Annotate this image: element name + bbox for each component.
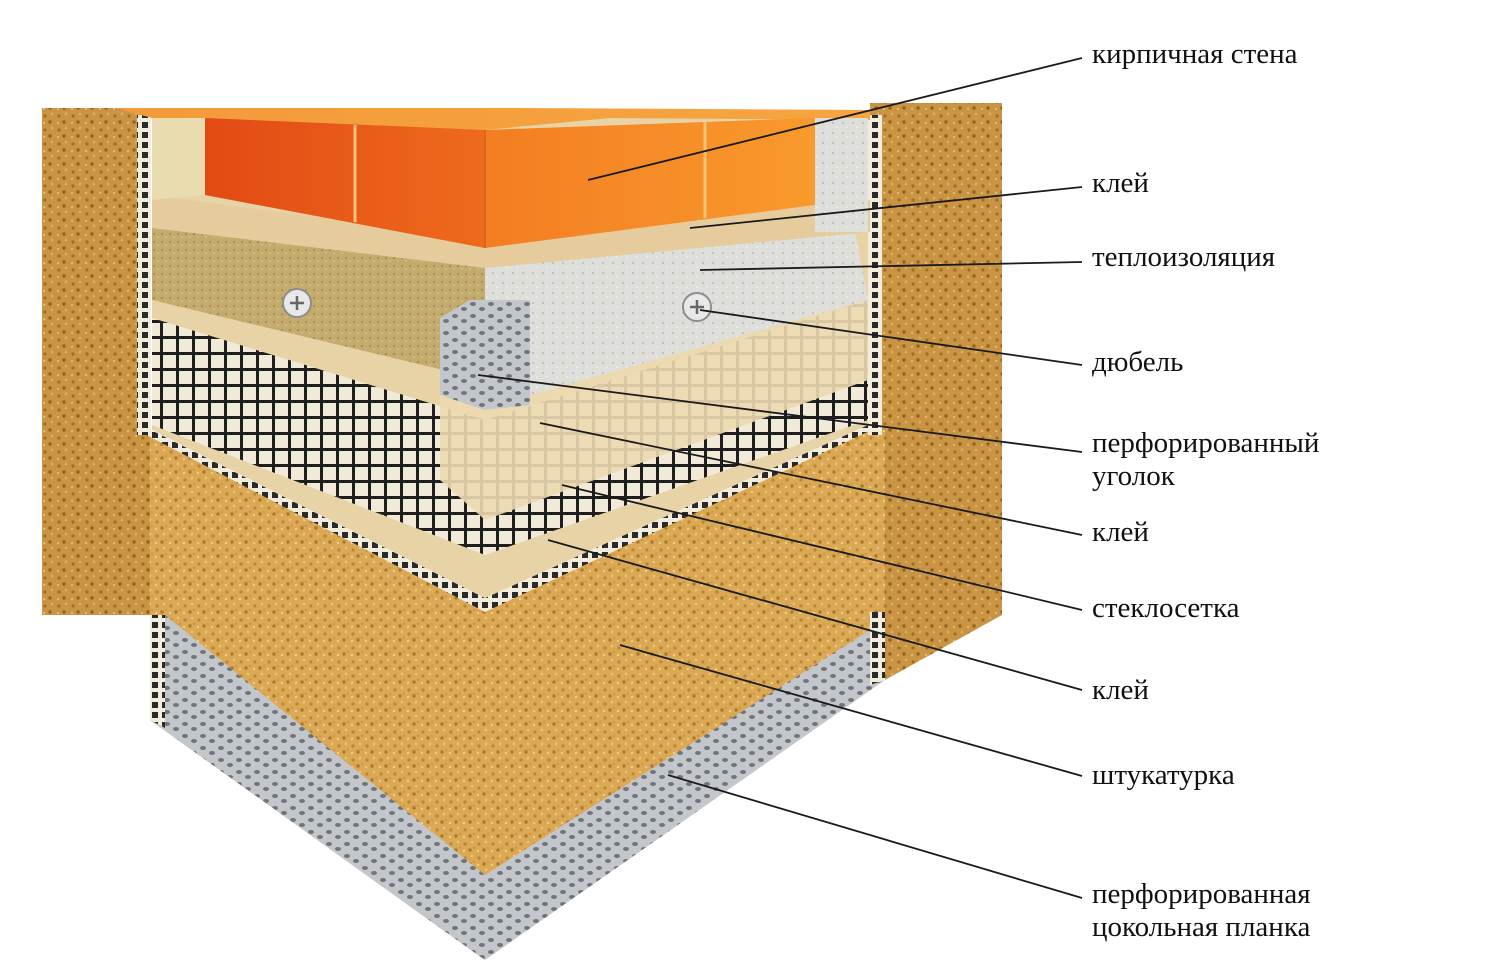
label-fiberglass-mesh-line-1: стеклосетка [1092,592,1240,624]
leader-dowel [699,309,1083,366]
plaster-right-wall [870,103,1002,680]
label-glue-3: клей [1092,674,1149,707]
leader-mesh [561,484,1083,611]
layer-stack [115,108,870,598]
label-perforated-corner: перфорированный уголок [1092,427,1319,493]
leader-plinth [667,774,1083,899]
label-perforated-corner-line-2: уголок [1092,460,1175,492]
plaster-edge-strips [137,115,882,612]
label-plinth-strip: перфорированная цокольная планка [1092,878,1311,944]
leader-insulation [699,261,1083,271]
leader-glue-2 [539,422,1083,536]
perforated-plinth-strip [150,612,885,960]
label-brick-wall: кирпичная стена [1092,38,1298,71]
label-plinth-strip-line-2: цокольная планка [1092,911,1311,943]
brick-front-left [205,118,485,248]
foam-insulation [485,230,868,395]
brick-top [115,108,870,130]
label-insulation: теплоизоляция [1092,241,1275,274]
perforated-corner-profile [440,300,530,410]
leader-glue-1 [689,186,1083,229]
label-glue-3-line-1: клей [1092,674,1149,706]
leader-glue-3 [547,539,1083,691]
brick-front-right [485,118,815,248]
label-dowel: дюбель [1092,346,1183,379]
leader-corner [477,374,1083,453]
leader-plaster [619,644,1083,777]
label-plaster: штукатурка [1092,759,1235,792]
leader-lines [477,57,1083,899]
label-plaster-line-1: штукатурка [1092,759,1235,791]
label-glue-1-line-1: клей [1092,167,1149,199]
label-fiberglass-mesh: стеклосетка [1092,592,1240,625]
leader-brick [587,57,1083,181]
label-dowel-line-1: дюбель [1092,346,1184,378]
label-glue-2-line-1: клей [1092,516,1149,548]
label-plinth-strip-line-1: перфорированная [1092,878,1311,910]
glue-under-brick [152,195,870,268]
label-glue-1: клей [1092,167,1149,200]
label-insulation-line-1: теплоизоляция [1092,241,1276,273]
label-perforated-corner-line-1: перфорированный [1092,427,1320,459]
mineral-wool [152,225,485,380]
label-glue-2: клей [1092,516,1149,549]
label-brick-wall-line-1: кирпичная стена [1092,38,1298,70]
glue-layer-2 [440,300,868,520]
dowels [282,288,712,322]
